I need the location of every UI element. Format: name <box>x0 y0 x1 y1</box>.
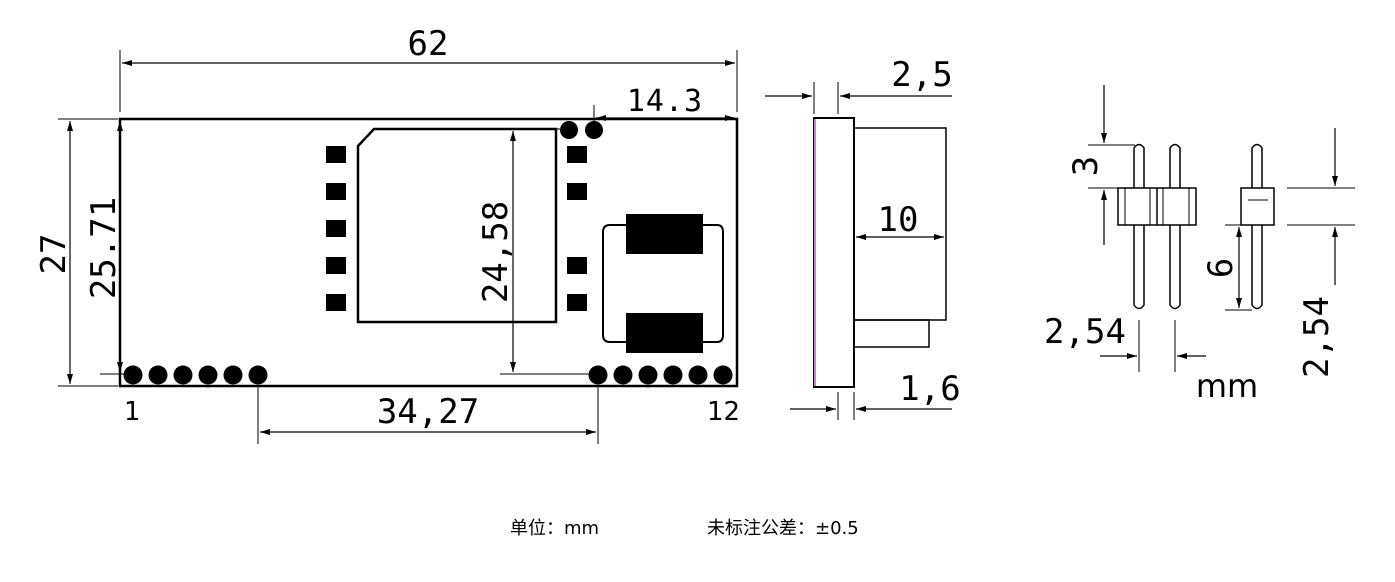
single-header-body <box>1240 187 1275 226</box>
antenna-outline <box>602 224 724 343</box>
header-pin <box>1169 143 1181 310</box>
side-shield-lip <box>854 319 930 348</box>
dim-34-27: 34,27 <box>377 392 479 432</box>
shield-can <box>356 127 558 324</box>
dim-6: 6 <box>1201 258 1241 278</box>
top-hole <box>585 121 603 139</box>
antenna-block-top <box>626 214 703 254</box>
dim-27: 27 <box>34 234 74 275</box>
left-pin-row <box>123 365 268 385</box>
left-pad-column <box>326 146 346 311</box>
dim-1-6: 1,6 <box>899 369 960 409</box>
tolerance-note: 未标注公差：±0.5 <box>707 518 859 539</box>
dim-10: 10 <box>878 200 919 240</box>
dim-2-5: 2,5 <box>891 55 952 95</box>
header-pin <box>1133 143 1145 310</box>
pin-label-last: 12 <box>707 397 740 427</box>
dim-3: 3 <box>1066 156 1106 176</box>
pin-header-view <box>1088 85 1355 372</box>
side-view <box>765 82 952 420</box>
dim-24-58: 24,58 <box>476 201 516 303</box>
dim-2-54-vertical: 2,54 <box>1297 296 1337 378</box>
unit-note: 单位：mm <box>510 518 600 539</box>
header-pin <box>1251 143 1263 310</box>
top-view <box>58 50 739 444</box>
dim-2-54-horizontal: 2,54 <box>1044 312 1126 352</box>
antenna-block-bottom <box>626 313 703 353</box>
dim-25-71: 25.71 <box>84 197 124 299</box>
side-board <box>813 117 855 388</box>
top-hole <box>560 121 578 139</box>
dim-14-3: 14.3 <box>627 84 703 119</box>
unit-mm-label: mm <box>1196 367 1258 405</box>
right-pin-row <box>588 365 733 385</box>
pin-label-first: 1 <box>124 397 141 427</box>
dim-62: 62 <box>408 24 449 64</box>
right-pad-column <box>567 146 587 311</box>
